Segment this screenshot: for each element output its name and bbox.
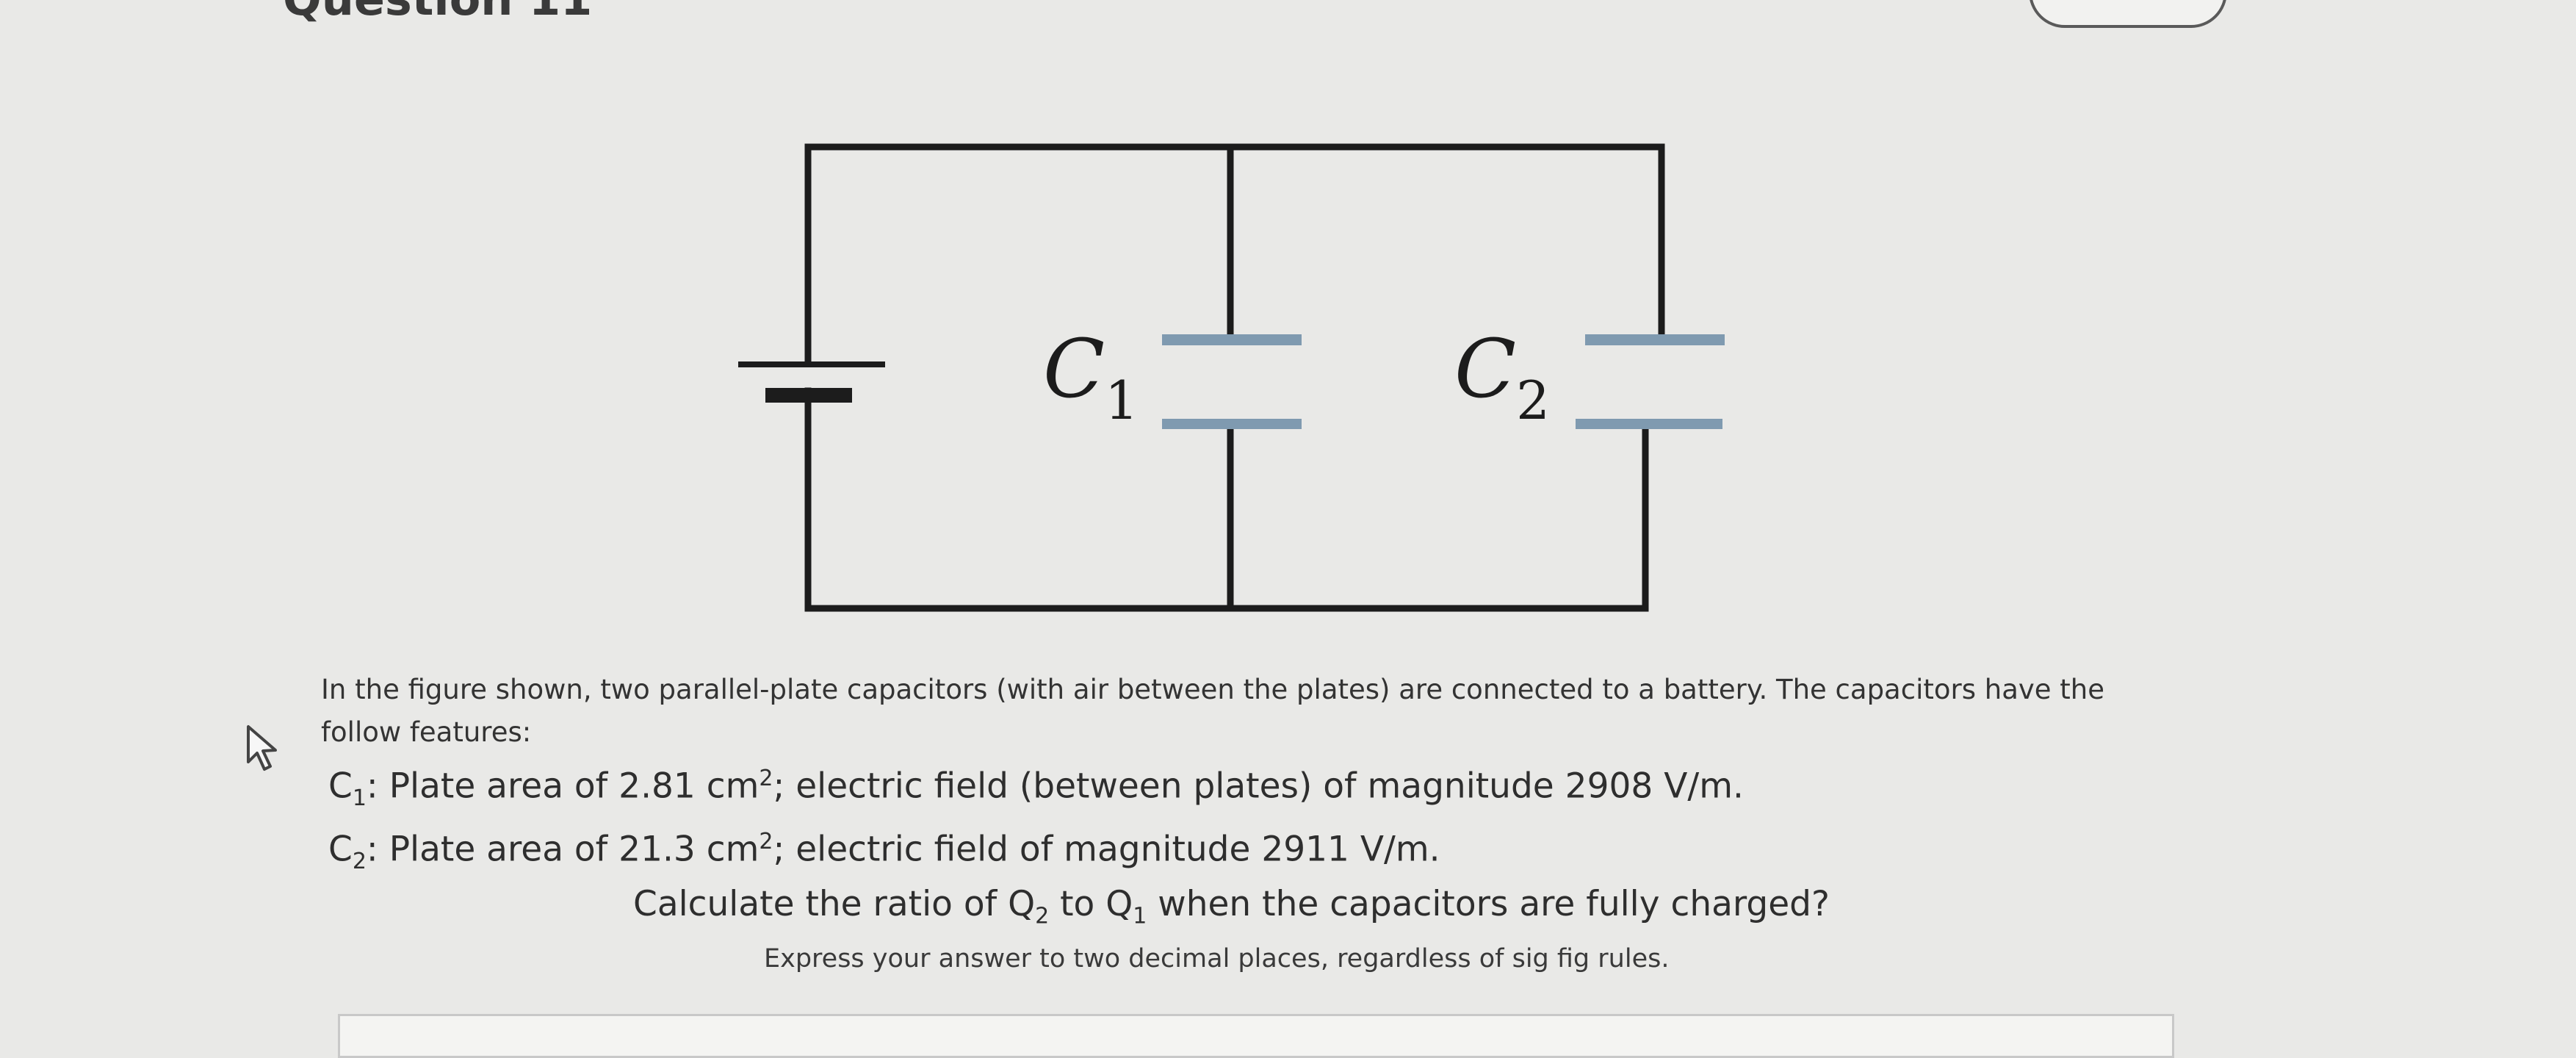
answer-instruction: Express your answer to two decimal place…: [764, 944, 1670, 974]
circuit-diagram: C1 C2: [735, 132, 1763, 632]
points-badge: [2029, 0, 2227, 28]
answer-input[interactable]: [338, 1014, 2174, 1058]
c1-label: C1: [1043, 322, 1139, 431]
feature-c2: C2: Plate area of 21.3 cm2; electric fie…: [328, 829, 1440, 875]
battery-symbol: [738, 361, 885, 403]
question-prompt: Calculate the ratio of Q2 to Q1 when the…: [633, 884, 1830, 929]
c2-label: C2: [1454, 322, 1550, 431]
feature-c1: C1: Plate area of 2.81 cm2; electric fie…: [328, 766, 1744, 812]
mouse-cursor-icon: [242, 724, 286, 775]
question-title: Question 11: [283, 0, 592, 26]
circuit-svg: C1 C2: [738, 143, 1725, 612]
capacitor-c1-plates: [1162, 334, 1302, 429]
capacitor-c2-plates: [1576, 334, 1725, 429]
question-intro: In the figure shown, two parallel-plate …: [321, 674, 2105, 748]
